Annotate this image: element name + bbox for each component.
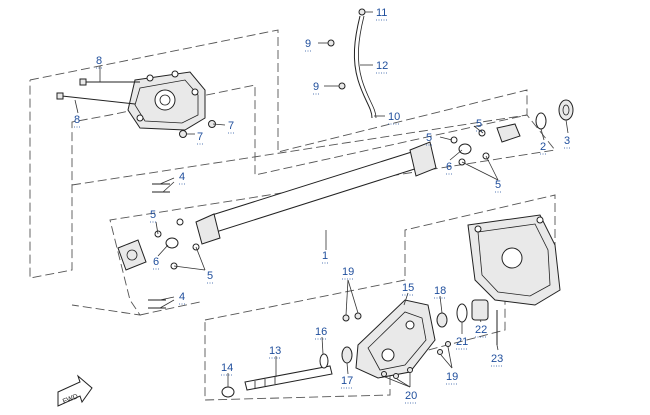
vent-hose xyxy=(327,8,377,119)
callout-5-c[interactable]: 5 xyxy=(495,179,501,191)
callout-12[interactable]: 12 xyxy=(376,60,388,72)
callout-23[interactable]: 23 xyxy=(491,353,503,365)
rear-differential xyxy=(127,70,206,131)
callouts: 1 2 3 4 4 5 5 5 5 5 6 6 7 7 8 8 9 9 10 1… xyxy=(74,7,571,404)
group-outline-rear-diff xyxy=(29,29,528,279)
rear-flange xyxy=(117,218,200,271)
callout-3[interactable]: 3 xyxy=(564,135,570,147)
callout-4-upper[interactable]: 4 xyxy=(179,171,185,183)
callout-20[interactable]: 20 xyxy=(405,390,417,402)
callout-11[interactable]: 11 xyxy=(376,7,387,19)
callout-19-a[interactable]: 19 xyxy=(342,266,354,278)
leader-lines xyxy=(74,11,569,388)
callout-6-b[interactable]: 6 xyxy=(153,256,159,268)
long-bolts xyxy=(56,78,140,105)
callout-9-a[interactable]: 9 xyxy=(305,38,311,50)
callout-8-b[interactable]: 8 xyxy=(74,114,80,126)
cap-seal xyxy=(558,99,574,121)
callout-1[interactable]: 1 xyxy=(322,250,328,262)
callout-2[interactable]: 2 xyxy=(540,141,546,153)
callout-5-a[interactable]: 5 xyxy=(426,132,432,144)
callout-13[interactable]: 13 xyxy=(269,345,281,357)
callout-9-b[interactable]: 9 xyxy=(313,81,319,93)
callout-16[interactable]: 16 xyxy=(315,326,327,338)
seal-ring xyxy=(535,112,547,130)
callout-6-a[interactable]: 6 xyxy=(446,161,452,173)
output-shaft xyxy=(221,346,353,398)
callout-5-d[interactable]: 5 xyxy=(150,209,156,221)
callout-18[interactable]: 18 xyxy=(434,285,446,297)
callout-8-a[interactable]: 8 xyxy=(96,55,102,67)
drive-shaft xyxy=(195,141,437,245)
fwd-arrow-icon: FWD xyxy=(57,374,93,407)
callout-21[interactable]: 21 xyxy=(456,336,468,348)
callout-22[interactable]: 22 xyxy=(475,324,487,336)
callout-10[interactable]: 10 xyxy=(388,111,400,123)
callout-17[interactable]: 17 xyxy=(341,375,353,387)
bearing-and-seal xyxy=(436,299,498,345)
callout-7-a[interactable]: 7 xyxy=(228,120,234,132)
callout-4-lower[interactable]: 4 xyxy=(179,291,185,303)
callout-14[interactable]: 14 xyxy=(221,362,233,374)
callout-7-b[interactable]: 7 xyxy=(197,131,203,143)
studs-lower xyxy=(148,299,166,309)
yoke-front xyxy=(450,123,521,166)
callout-15[interactable]: 15 xyxy=(402,282,414,294)
transfer-case xyxy=(467,214,561,306)
gear-housing xyxy=(342,299,451,379)
dash-connector xyxy=(139,301,201,316)
callout-5-b[interactable]: 5 xyxy=(476,118,482,130)
callout-19-b[interactable]: 19 xyxy=(446,371,458,383)
callout-5-e[interactable]: 5 xyxy=(207,270,213,282)
